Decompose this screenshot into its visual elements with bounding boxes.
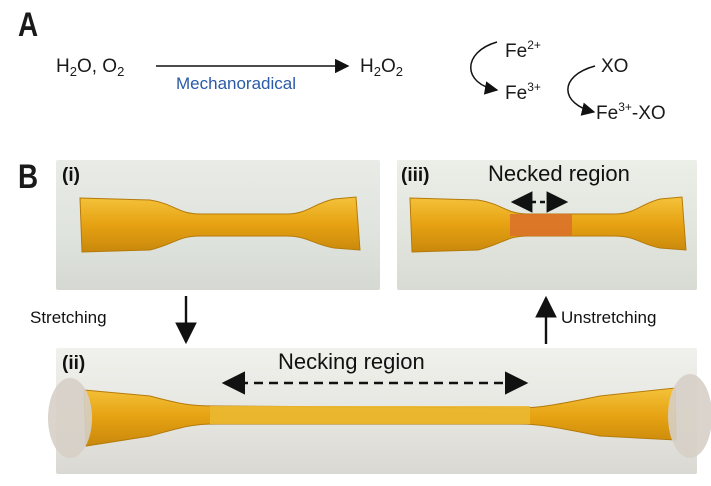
panel-letter-b: B — [18, 158, 39, 196]
necked-zone — [510, 214, 572, 236]
label-ii: (ii) — [62, 353, 86, 374]
reactants: H2O, O2 — [56, 56, 125, 79]
label-iii: (iii) — [401, 165, 430, 186]
mechanoradical-label: Mechanoradical — [176, 74, 297, 93]
unstretching-label: Unstretching — [561, 308, 657, 327]
gel-specimen-i — [79, 196, 361, 253]
necking-region-label: Necking region — [278, 349, 425, 374]
xo-label: XO — [601, 56, 629, 77]
hydrogen-peroxide: H2O2 — [360, 56, 403, 79]
fe3-xo-complex: Fe3+-XO — [596, 100, 666, 124]
left-finger — [48, 378, 92, 458]
fe2-label: Fe2+ — [505, 38, 541, 62]
curved-arrow-fe — [470, 41, 499, 95]
necked-region-label: Necked region — [488, 161, 630, 186]
panel-letter-a: A — [18, 6, 39, 44]
right-finger — [668, 374, 711, 458]
stretching-label: Stretching — [30, 308, 107, 327]
label-i: (i) — [62, 165, 80, 186]
curved-arrow-xo — [567, 65, 596, 116]
fe3-label: Fe3+ — [505, 80, 541, 104]
thin-necking-strip — [210, 406, 530, 424]
